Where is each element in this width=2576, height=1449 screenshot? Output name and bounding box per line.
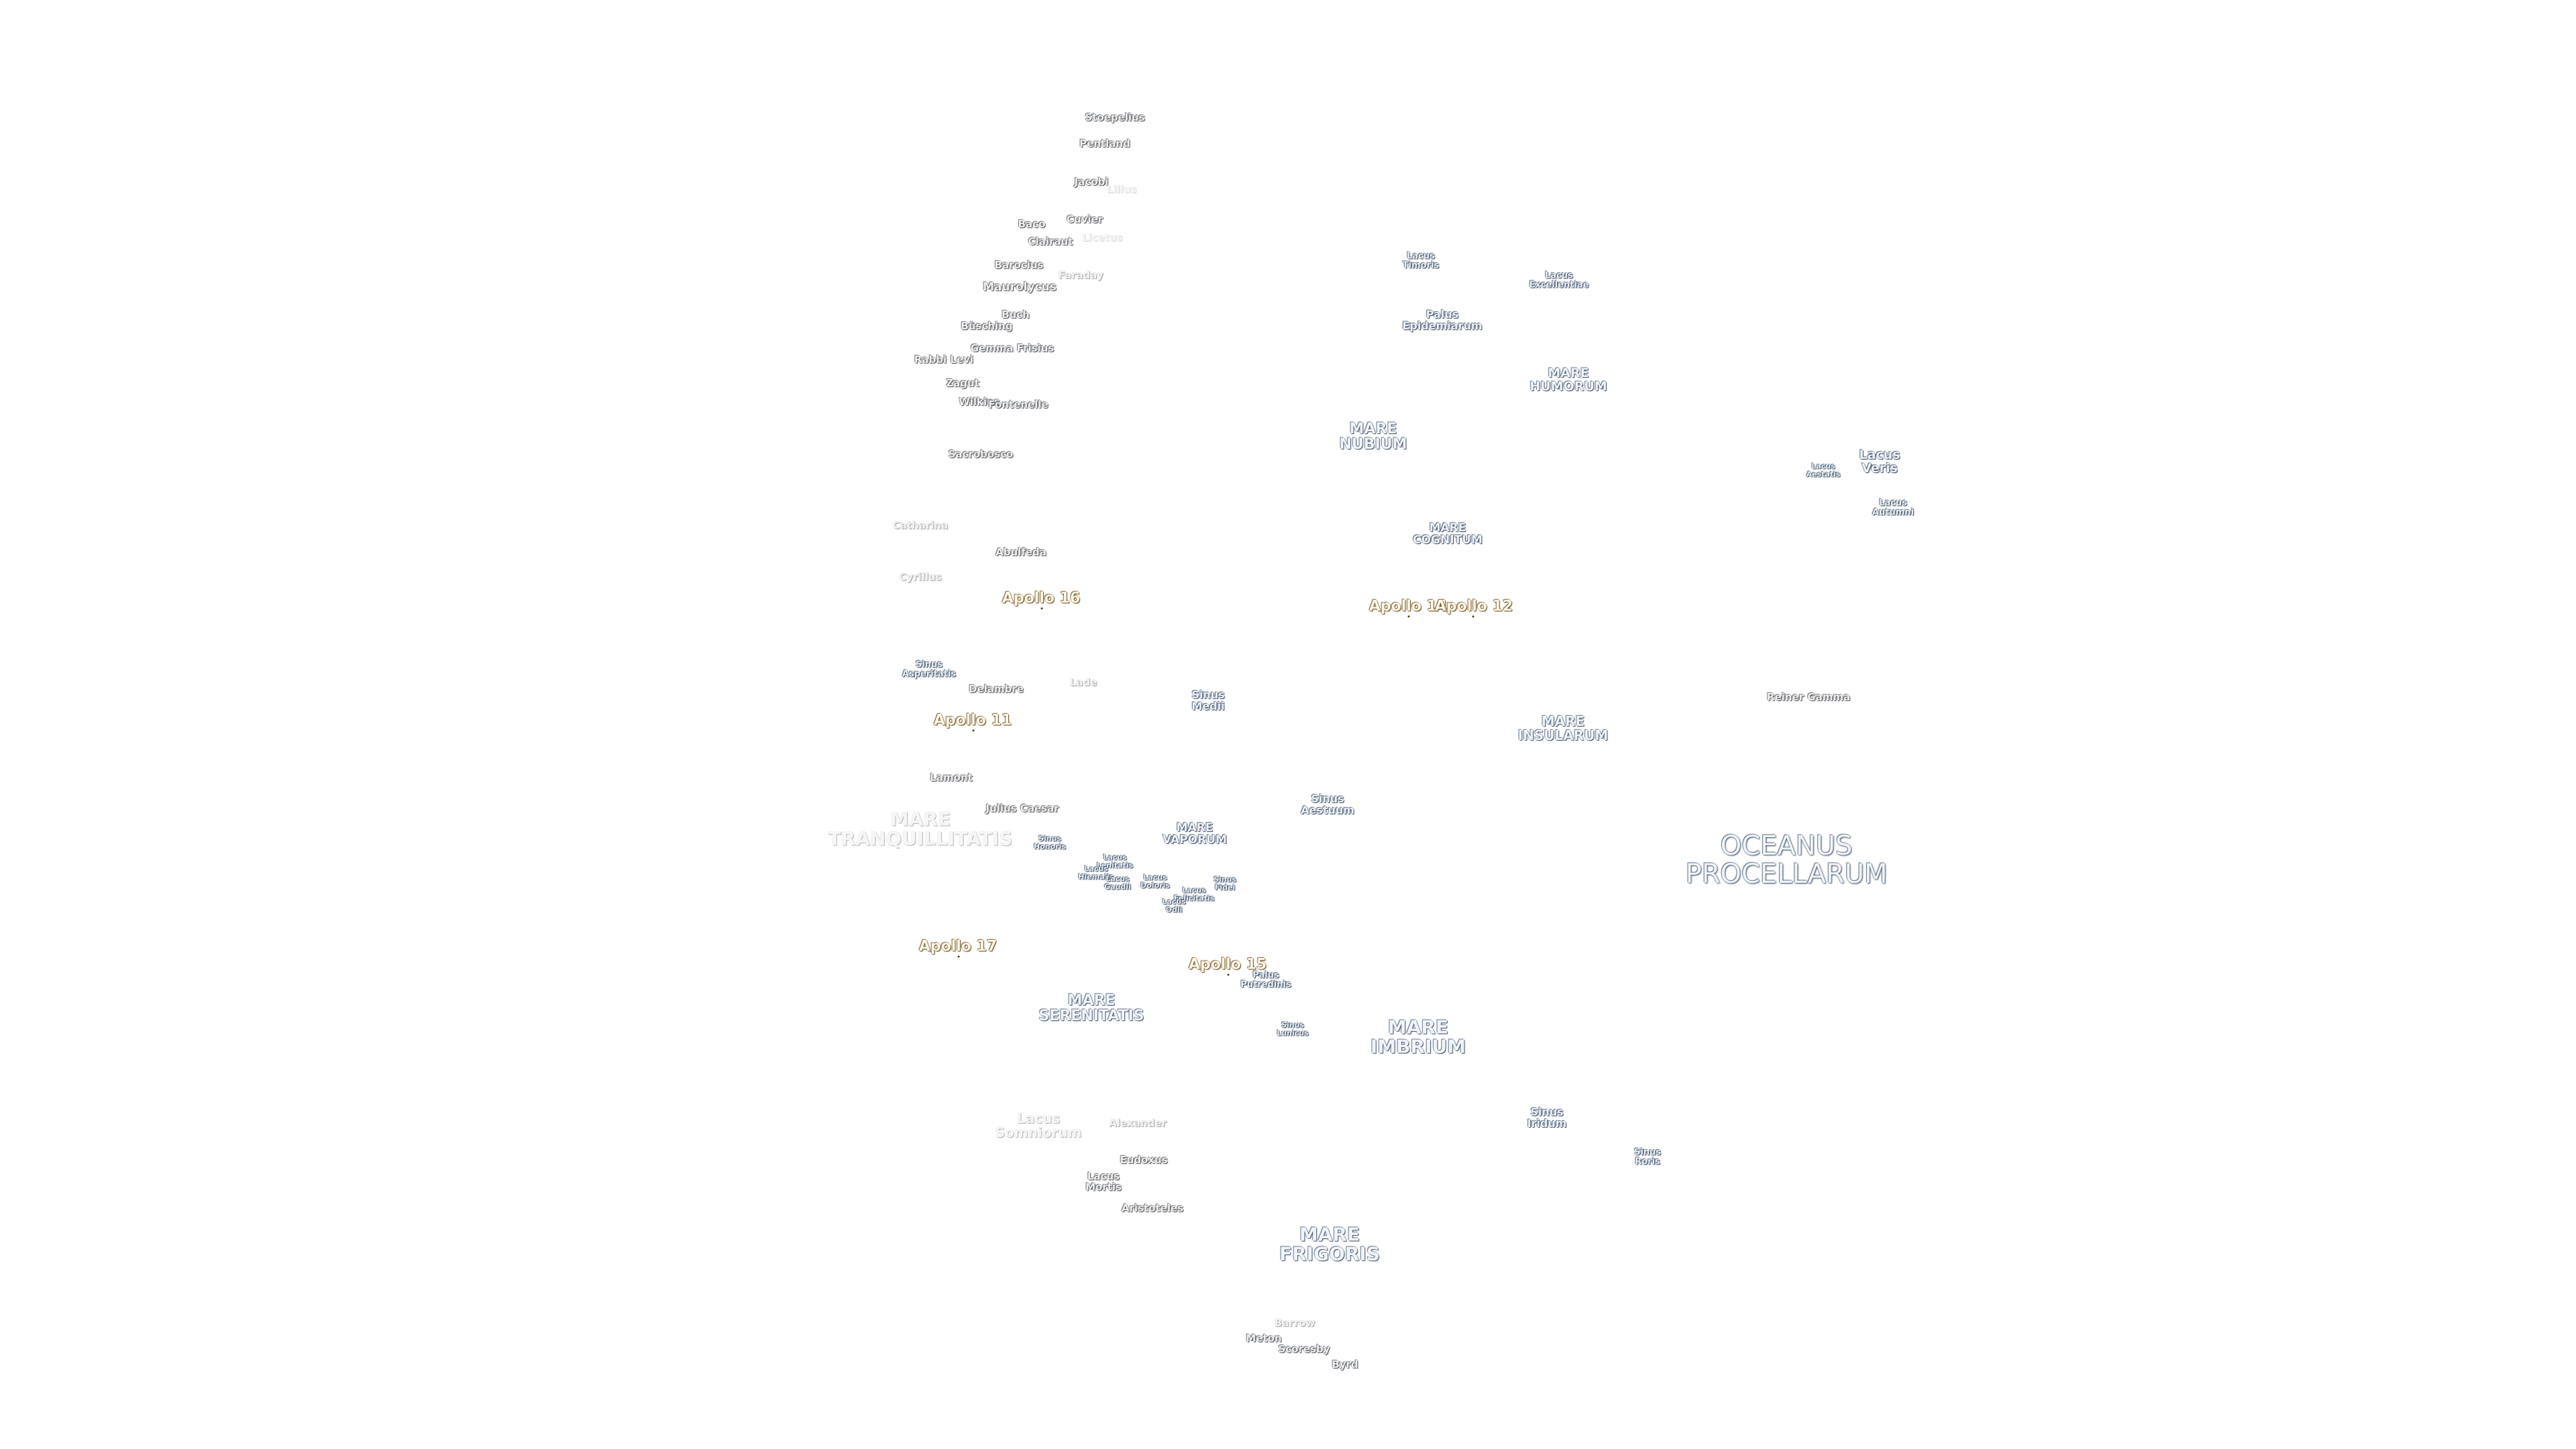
apollo-site-label[interactable]: Apollo 14 bbox=[1368, 598, 1448, 615]
landing-site-marker-icon bbox=[1040, 607, 1043, 610]
mare-label: MARE NUBIUM bbox=[1339, 420, 1407, 453]
crater-label: Maurolycus bbox=[983, 280, 1057, 294]
crater-label: Catharina bbox=[892, 519, 949, 532]
landing-site-marker-icon bbox=[1227, 973, 1230, 976]
apollo-site-label[interactable]: Apollo 11 bbox=[933, 712, 1012, 729]
crater-label: Barocius bbox=[994, 259, 1044, 272]
feature-label: Lacus Lenitatis bbox=[1096, 853, 1134, 869]
crater-label: Wilkins bbox=[959, 396, 1000, 409]
mare-label: MARE VAPORUM bbox=[1163, 821, 1227, 847]
apollo-site-label[interactable]: Apollo 15 bbox=[1188, 956, 1267, 973]
crater-label: Clairaut bbox=[1028, 235, 1073, 248]
mare-label: MARE HUMORUM bbox=[1529, 366, 1607, 394]
crater-label: Baco bbox=[1018, 218, 1046, 231]
feature-label: Lacus Felicitatis bbox=[1173, 885, 1215, 902]
crater-label: Cyrillus bbox=[899, 571, 942, 584]
feature-label: Lacus Veris bbox=[1859, 447, 1900, 476]
landing-site-marker-icon bbox=[1407, 615, 1410, 618]
crater-label: Zagut bbox=[946, 377, 979, 390]
crater-label: Sacrobosco bbox=[948, 448, 1014, 461]
ocean-label: OCEANUS PROCELLARUM bbox=[1685, 830, 1888, 890]
feature-label: Sinus Medii bbox=[1191, 688, 1225, 712]
crater-label: Rabbi Levi bbox=[914, 354, 974, 366]
feature-label: Sinus Roris bbox=[1633, 1147, 1662, 1167]
feature-label: Lacus Odii bbox=[1162, 897, 1186, 914]
feature-label: Lacus Gaudii bbox=[1104, 874, 1131, 891]
crater-label: Cuvier bbox=[1066, 213, 1104, 226]
crater-label: Aristoteles bbox=[1121, 1202, 1184, 1215]
crater-label: Lade bbox=[1069, 676, 1097, 689]
mare-label: MARE IMBRIUM bbox=[1370, 1016, 1466, 1058]
apollo-site-label[interactable]: Apollo 12 bbox=[1434, 598, 1513, 615]
crater-label: Pentland bbox=[1079, 138, 1130, 150]
crater-label: Delambre bbox=[969, 683, 1024, 696]
landing-site-marker-icon bbox=[972, 729, 975, 732]
mare-label: MARE FRIGORIS bbox=[1279, 1223, 1381, 1265]
feature-label: Palus Epidemiarum bbox=[1402, 308, 1483, 332]
feature-label: Lacus Doloris bbox=[1140, 873, 1170, 890]
feature-label: Sinus Aestuum bbox=[1301, 792, 1354, 816]
crater-label: Buch bbox=[1002, 309, 1030, 321]
feature-label: Lacus Timoris bbox=[1402, 251, 1440, 270]
mare-label: MARE COGNITUM bbox=[1413, 521, 1483, 547]
apollo-site-label[interactable]: Apollo 16 bbox=[1002, 590, 1081, 607]
feature-label: Sinus Fidei bbox=[1214, 875, 1236, 892]
feature-label: Sinus Asperitatis bbox=[902, 659, 957, 679]
crater-label: Gemma Frisius bbox=[970, 342, 1055, 355]
crater-label: Eudoxus bbox=[1120, 1154, 1168, 1167]
feature-label: Sinus Honoris bbox=[1034, 834, 1066, 851]
crater-label: Licetus bbox=[1081, 231, 1123, 244]
crater-label: Meton bbox=[1246, 1332, 1282, 1345]
feature-label: Lacus Mortis bbox=[1085, 1170, 1122, 1193]
mare-label: MARE TRANQUILLITATIS bbox=[828, 808, 1013, 850]
mare-label: MARE INSULARUM bbox=[1517, 713, 1609, 743]
feature-label: Lacus Hiemalis bbox=[1078, 864, 1114, 881]
feature-label: Palus Putredinis bbox=[1240, 970, 1291, 989]
mare-label: Lacus Somniorum bbox=[995, 1110, 1082, 1140]
crater-label: Barrow bbox=[1274, 1317, 1316, 1330]
crater-label: Faraday bbox=[1058, 269, 1104, 282]
crater-label: Julius Caesar bbox=[985, 802, 1059, 815]
crater-label: Stoepelius bbox=[1085, 111, 1145, 124]
crater-label: Abulfeda bbox=[996, 546, 1046, 559]
crater-label: Scoresby bbox=[1278, 1343, 1330, 1356]
mare-label: MARE SERENITATIS bbox=[1038, 991, 1144, 1024]
landing-site-marker-icon bbox=[957, 955, 960, 958]
crater-label: Lilius bbox=[1106, 183, 1137, 196]
feature-label: Sinus Lunicus bbox=[1277, 1020, 1309, 1037]
crater-label: Büsching bbox=[961, 320, 1013, 333]
feature-label: Sinus Iridum bbox=[1527, 1106, 1567, 1130]
landing-site-marker-icon bbox=[1472, 615, 1474, 618]
feature-label: Lacus Autumni bbox=[1872, 498, 1915, 517]
crater-label: Byrd bbox=[1332, 1358, 1358, 1371]
crater-label: Fontenelle bbox=[988, 398, 1049, 411]
feature-label: Lacus Aestatis bbox=[1806, 462, 1841, 478]
crater-label: Alexander bbox=[1109, 1117, 1167, 1130]
feature-label: Lacus Excellentiae bbox=[1529, 270, 1589, 290]
apollo-site-label[interactable]: Apollo 17 bbox=[918, 938, 998, 955]
crater-label: Jacobi bbox=[1074, 176, 1109, 189]
crater-label: Reiner Gamma bbox=[1766, 691, 1851, 704]
crater-label: Lamont bbox=[930, 771, 973, 784]
